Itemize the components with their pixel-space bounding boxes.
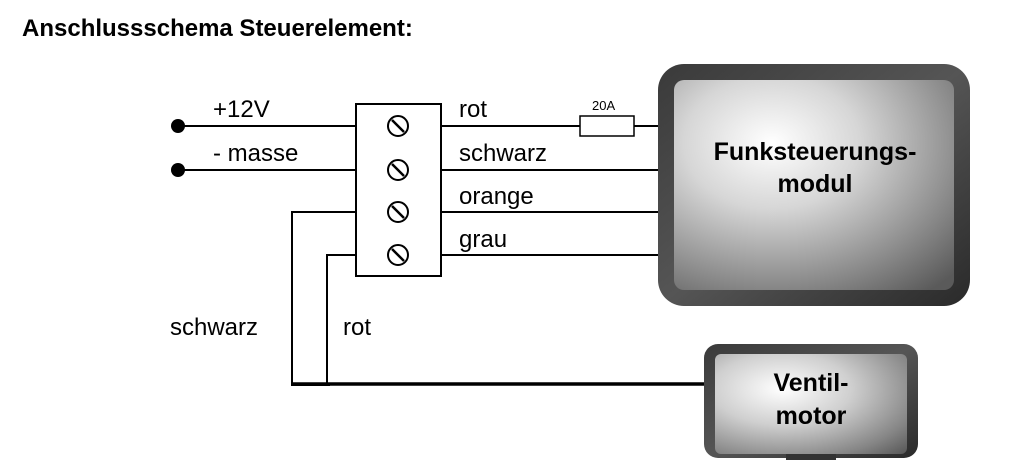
- label-bottom-schwarz: schwarz: [170, 314, 258, 341]
- funk-module-label-line2: modul: [778, 170, 853, 198]
- terminal-screw: [387, 201, 409, 223]
- fuse: [579, 115, 635, 137]
- valve-motor-label-line2: motor: [776, 402, 847, 430]
- wire-schwarz-to-motor: [291, 211, 356, 386]
- label-grau: grau: [459, 226, 507, 253]
- fuse-label: 20A: [592, 98, 615, 113]
- wire-rot-to-motor: [326, 254, 356, 385]
- terminal-screw: [387, 115, 409, 137]
- label-bottom-rot: rot: [343, 314, 371, 341]
- label-masse: - masse: [213, 140, 298, 167]
- funk-module: Funksteuerungs- modul: [658, 64, 970, 306]
- label-orange: orange: [459, 183, 534, 210]
- label-12v: +12V: [213, 96, 270, 123]
- valve-motor: Ventil- motor: [704, 344, 918, 460]
- diagram-title: Anschlussschema Steuerelement:: [22, 15, 413, 42]
- funk-module-label-line1: Funksteuerungs-: [714, 138, 917, 166]
- terminal-screw: [387, 244, 409, 266]
- terminal-screw: [387, 159, 409, 181]
- valve-motor-label-line1: Ventil-: [773, 369, 848, 397]
- label-schwarz: schwarz: [459, 140, 547, 167]
- label-rot: rot: [459, 96, 487, 123]
